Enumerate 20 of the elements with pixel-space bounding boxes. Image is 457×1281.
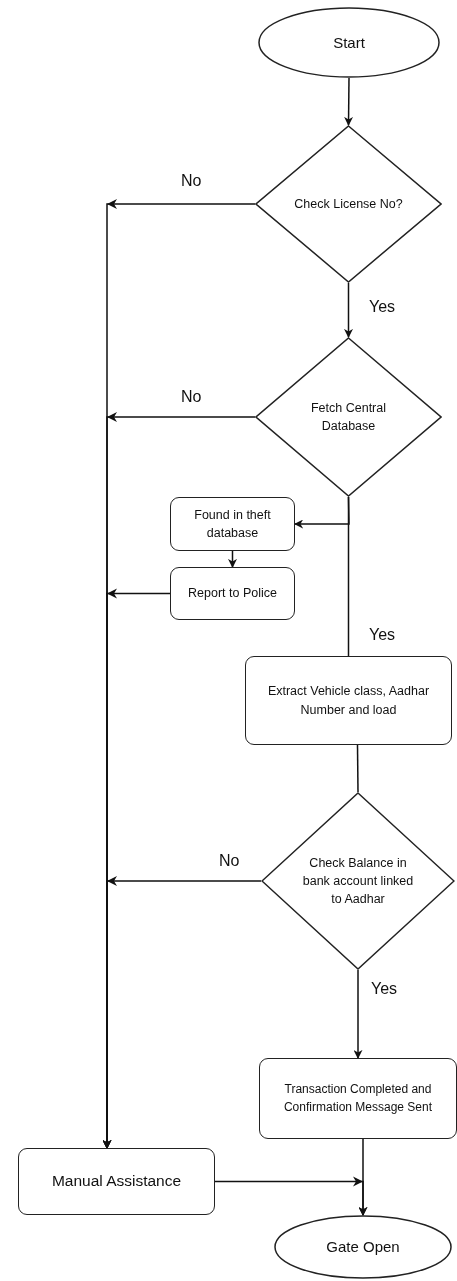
node-label: Gate Open	[326, 1237, 400, 1258]
process-box	[245, 656, 452, 745]
terminal-ellipse	[274, 1215, 452, 1279]
process-box	[259, 1058, 457, 1139]
decision-diamond	[261, 792, 455, 970]
decision-diamond	[255, 337, 442, 497]
node-label: Manual Assistance	[51, 1171, 182, 1192]
node-label: Fetch Central Database	[310, 399, 387, 435]
node-label: Extract Vehicle class, Aadhar Number and load	[266, 683, 431, 719]
process-box	[170, 567, 295, 620]
node-label: Transaction Completed and Confirmation Message Sent	[282, 1081, 434, 1116]
node-label: Check Balance in bank account linked to Aadhar	[301, 854, 415, 909]
node-label: Start	[333, 32, 365, 53]
node-label: Check License No?	[294, 195, 403, 213]
decision-diamond	[255, 125, 442, 283]
node-label: Found in theft database	[193, 506, 272, 542]
node-label: Report to Police	[188, 585, 277, 603]
terminal-ellipse	[258, 7, 440, 78]
process-box	[18, 1148, 215, 1215]
process-box	[170, 497, 295, 551]
